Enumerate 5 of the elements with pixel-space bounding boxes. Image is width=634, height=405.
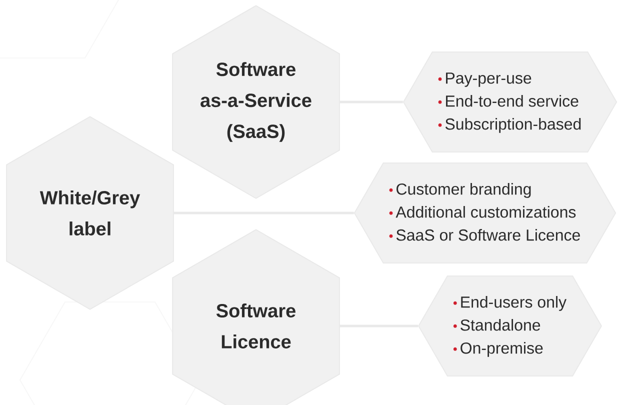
hexagon: White/Grey label [6,116,174,310]
hexagon: Software Licence [172,229,340,405]
hexagon: Software as-a-Service (SaaS) [172,5,340,199]
bullet-list-panel: Pay-per-use End-to-end service Subscription-based [402,52,618,152]
bullet-list-panel: End-users only Standalone On-premise [418,276,602,376]
